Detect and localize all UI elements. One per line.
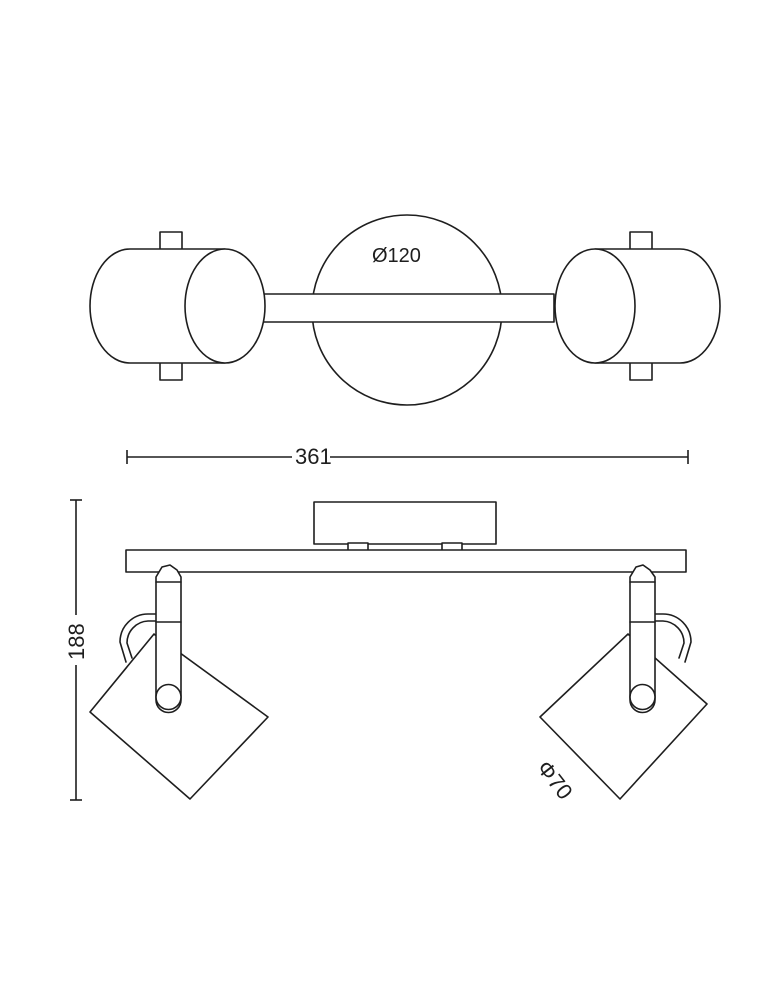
left-spot-side (89, 564, 269, 800)
top-bar (261, 293, 555, 323)
side-bar (125, 549, 687, 573)
left-spot-top (89, 231, 266, 381)
width-dimension: 361 (126, 444, 689, 469)
spot-diameter-label: Φ70 (532, 756, 578, 805)
side-view: Φ70 (89, 501, 708, 805)
height-dimension: 188 (64, 499, 89, 801)
height-label: 188 (64, 623, 89, 660)
canopy-diameter-label: Ø120 (372, 245, 421, 267)
right-spot-side (539, 564, 708, 800)
width-label: 361 (295, 444, 332, 469)
right-spot-top (554, 231, 721, 381)
top-view: Ø120 (89, 214, 721, 406)
canopy-box (313, 501, 497, 545)
